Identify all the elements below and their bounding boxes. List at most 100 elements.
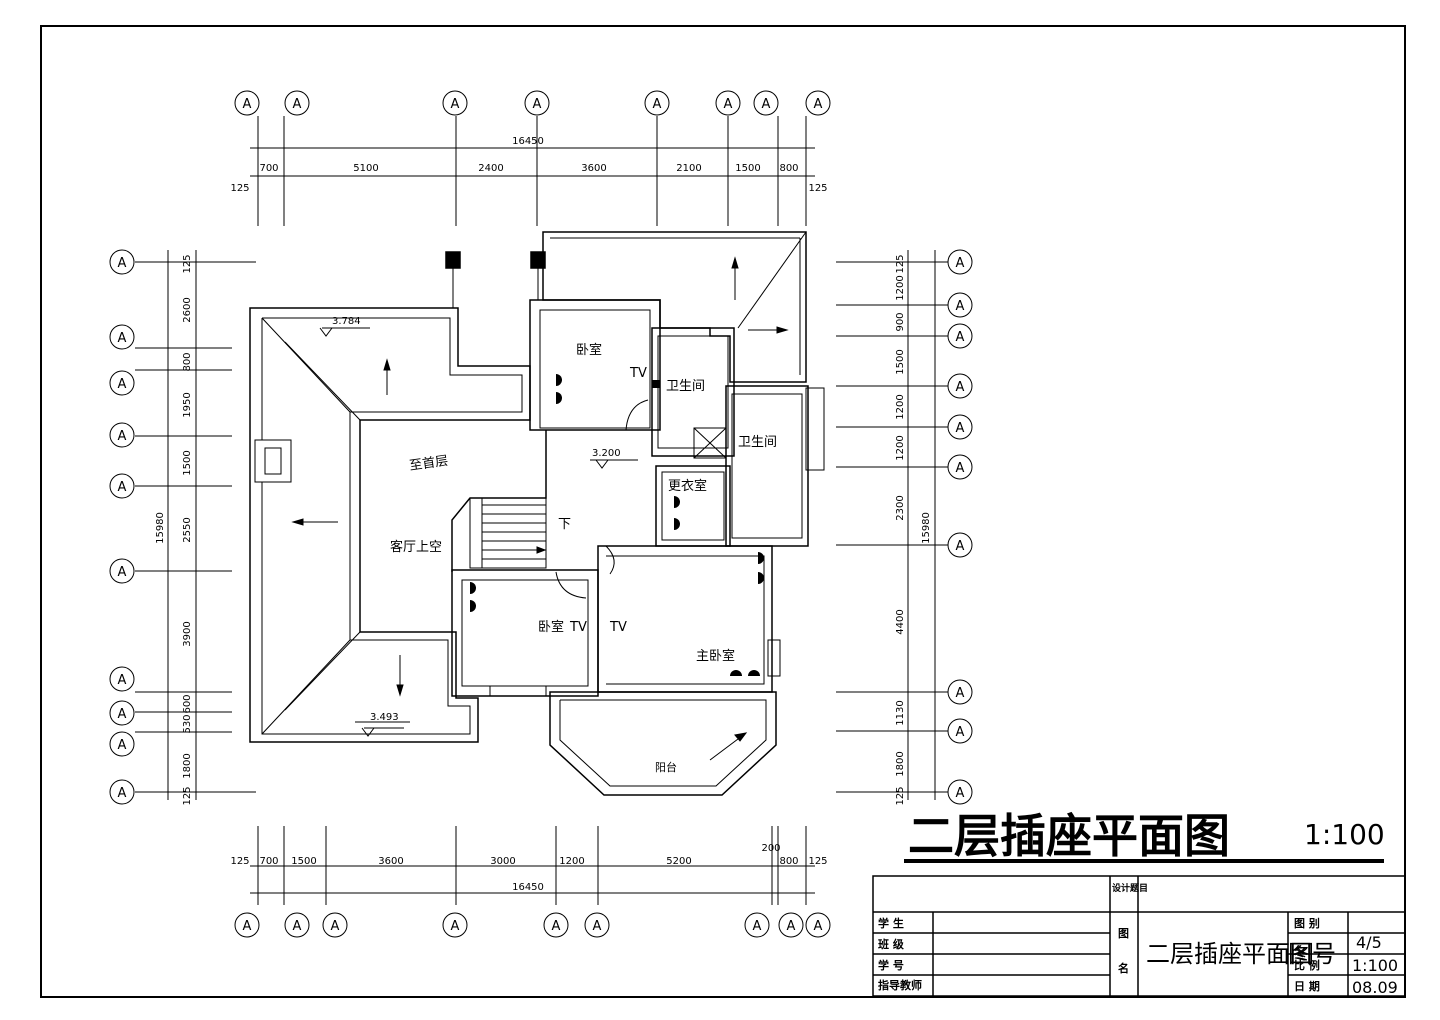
room-label-balcony: 阳台	[655, 760, 677, 774]
dim-total-right: 15980	[921, 512, 932, 544]
dim-right-seg: 1200	[895, 394, 906, 419]
axis-label: A	[653, 97, 662, 112]
dim-top-end: 125	[230, 183, 249, 194]
dim-top-seg: 5100	[353, 163, 378, 174]
elevation-label: 3.784	[332, 316, 361, 327]
dim-bottom-seg: 700	[259, 856, 278, 867]
axis-label: A	[533, 97, 542, 112]
dim-left-seg: 1500	[182, 450, 193, 475]
dim-bottom-seg: 800	[779, 856, 798, 867]
axis-label: A	[451, 919, 460, 934]
tb-category-label: 图 别	[1294, 916, 1320, 930]
elevation-label: 3.493	[370, 712, 399, 723]
slope-arrows	[291, 256, 789, 761]
outlet-symbols	[470, 374, 764, 676]
tb-ratio-label: 比 例	[1294, 958, 1320, 972]
dim-bottom-seg: 5200	[666, 856, 691, 867]
axis-label: A	[118, 429, 127, 444]
drawing-title: 二层插座平面图	[908, 809, 1230, 863]
axis-label: A	[956, 299, 965, 314]
axis-label: A	[724, 97, 733, 112]
right-dimension-chain	[836, 250, 948, 800]
dim-bottom-seg: 1200	[559, 856, 584, 867]
left-axis-bubbles	[109, 249, 135, 805]
axis-label: A	[814, 919, 823, 934]
tb-studentno-label: 学 号	[878, 958, 904, 972]
room-label-tv: TV	[609, 620, 627, 635]
axis-label: A	[118, 377, 127, 392]
room-label-dressing: 更衣室	[668, 478, 707, 494]
axis-label: A	[118, 480, 127, 495]
dim-bottom-extra: 200	[761, 843, 780, 854]
room-label-to-first-floor: 至首层	[408, 454, 449, 474]
dim-left-seg: 2600	[182, 297, 193, 322]
dim-right-seg: 1200	[895, 435, 906, 460]
top-dimension-chain	[250, 116, 815, 226]
room-label-master: 主卧室	[696, 648, 735, 664]
tb-advisor-label: 指导教师	[878, 978, 922, 992]
room-label-void: 客厅上空	[390, 539, 442, 555]
tb-drawing-name: 二层插座平面图	[1146, 940, 1314, 968]
axis-label: A	[593, 919, 602, 934]
left-dimension-chain	[135, 250, 256, 800]
dim-left-seg: 2550	[182, 517, 193, 542]
dim-right-seg: 1200	[895, 275, 906, 300]
dim-right-seg: 125	[895, 254, 906, 273]
axis-label: A	[293, 97, 302, 112]
bottom-axis-bubbles	[234, 912, 831, 938]
bath1-walls	[651, 327, 735, 457]
dim-right-seg: 1800	[895, 751, 906, 776]
tb-student-label: 学 生	[878, 916, 904, 930]
tb-design-topic: 设计题目	[1112, 882, 1148, 894]
dim-right-seg: 1500	[895, 349, 906, 374]
axis-label: A	[787, 919, 796, 934]
axis-label: A	[956, 330, 965, 345]
room-label-tv: TV	[569, 620, 587, 635]
dim-top-seg: 1500	[735, 163, 760, 174]
axis-label: A	[762, 97, 771, 112]
room-label-bathroom: 卫生间	[666, 379, 705, 394]
dim-top-seg: 2400	[478, 163, 503, 174]
room-label-bathroom: 卫生间	[738, 435, 777, 450]
axis-label: A	[814, 97, 823, 112]
axis-label: A	[293, 919, 302, 934]
tb-name-label: 图	[1118, 927, 1129, 940]
dim-left-seg: 600	[182, 694, 193, 713]
dim-total-bottom: 16450	[512, 882, 544, 893]
tb-ratio-value: 1:100	[1352, 956, 1398, 975]
dim-top-end: 125	[808, 183, 827, 194]
right-roof-outline	[542, 231, 807, 383]
room-label-tv: TV	[629, 366, 647, 381]
axis-label: A	[118, 331, 127, 346]
dim-top-seg: 3600	[581, 163, 606, 174]
sheet-border	[40, 25, 1406, 998]
room-label-down: 下	[558, 517, 571, 532]
dim-left-seg: 125	[182, 254, 193, 273]
axis-label: A	[118, 673, 127, 688]
tb-date-value: 08.09	[1352, 978, 1398, 997]
axis-label: A	[118, 707, 127, 722]
tb-overlap-text: 图号	[1288, 940, 1336, 968]
bath2-walls	[725, 385, 809, 547]
dim-total-top: 16450	[512, 136, 544, 147]
dim-left-seg: 800	[182, 352, 193, 371]
axis-label: A	[753, 919, 762, 934]
axis-label: A	[118, 565, 127, 580]
room-label-bedroom: 卧室	[576, 342, 602, 358]
axis-label: A	[451, 97, 460, 112]
axis-label: A	[243, 97, 252, 112]
dim-left-seg: 1800	[182, 753, 193, 778]
dim-bottom-end: 125	[230, 856, 249, 867]
dim-right-seg: 2300	[895, 495, 906, 520]
dim-right-seg: 1130	[895, 700, 906, 725]
axis-label: A	[956, 421, 965, 436]
axis-label: A	[956, 380, 965, 395]
axis-label: A	[118, 786, 127, 801]
dim-top-seg: 700	[259, 163, 278, 174]
master-walls	[597, 545, 773, 693]
dim-top-seg: 2100	[676, 163, 701, 174]
room-label-bedroom: 卧室	[538, 619, 564, 635]
axis-label: A	[956, 539, 965, 554]
tb-name-label: 名	[1118, 961, 1129, 975]
